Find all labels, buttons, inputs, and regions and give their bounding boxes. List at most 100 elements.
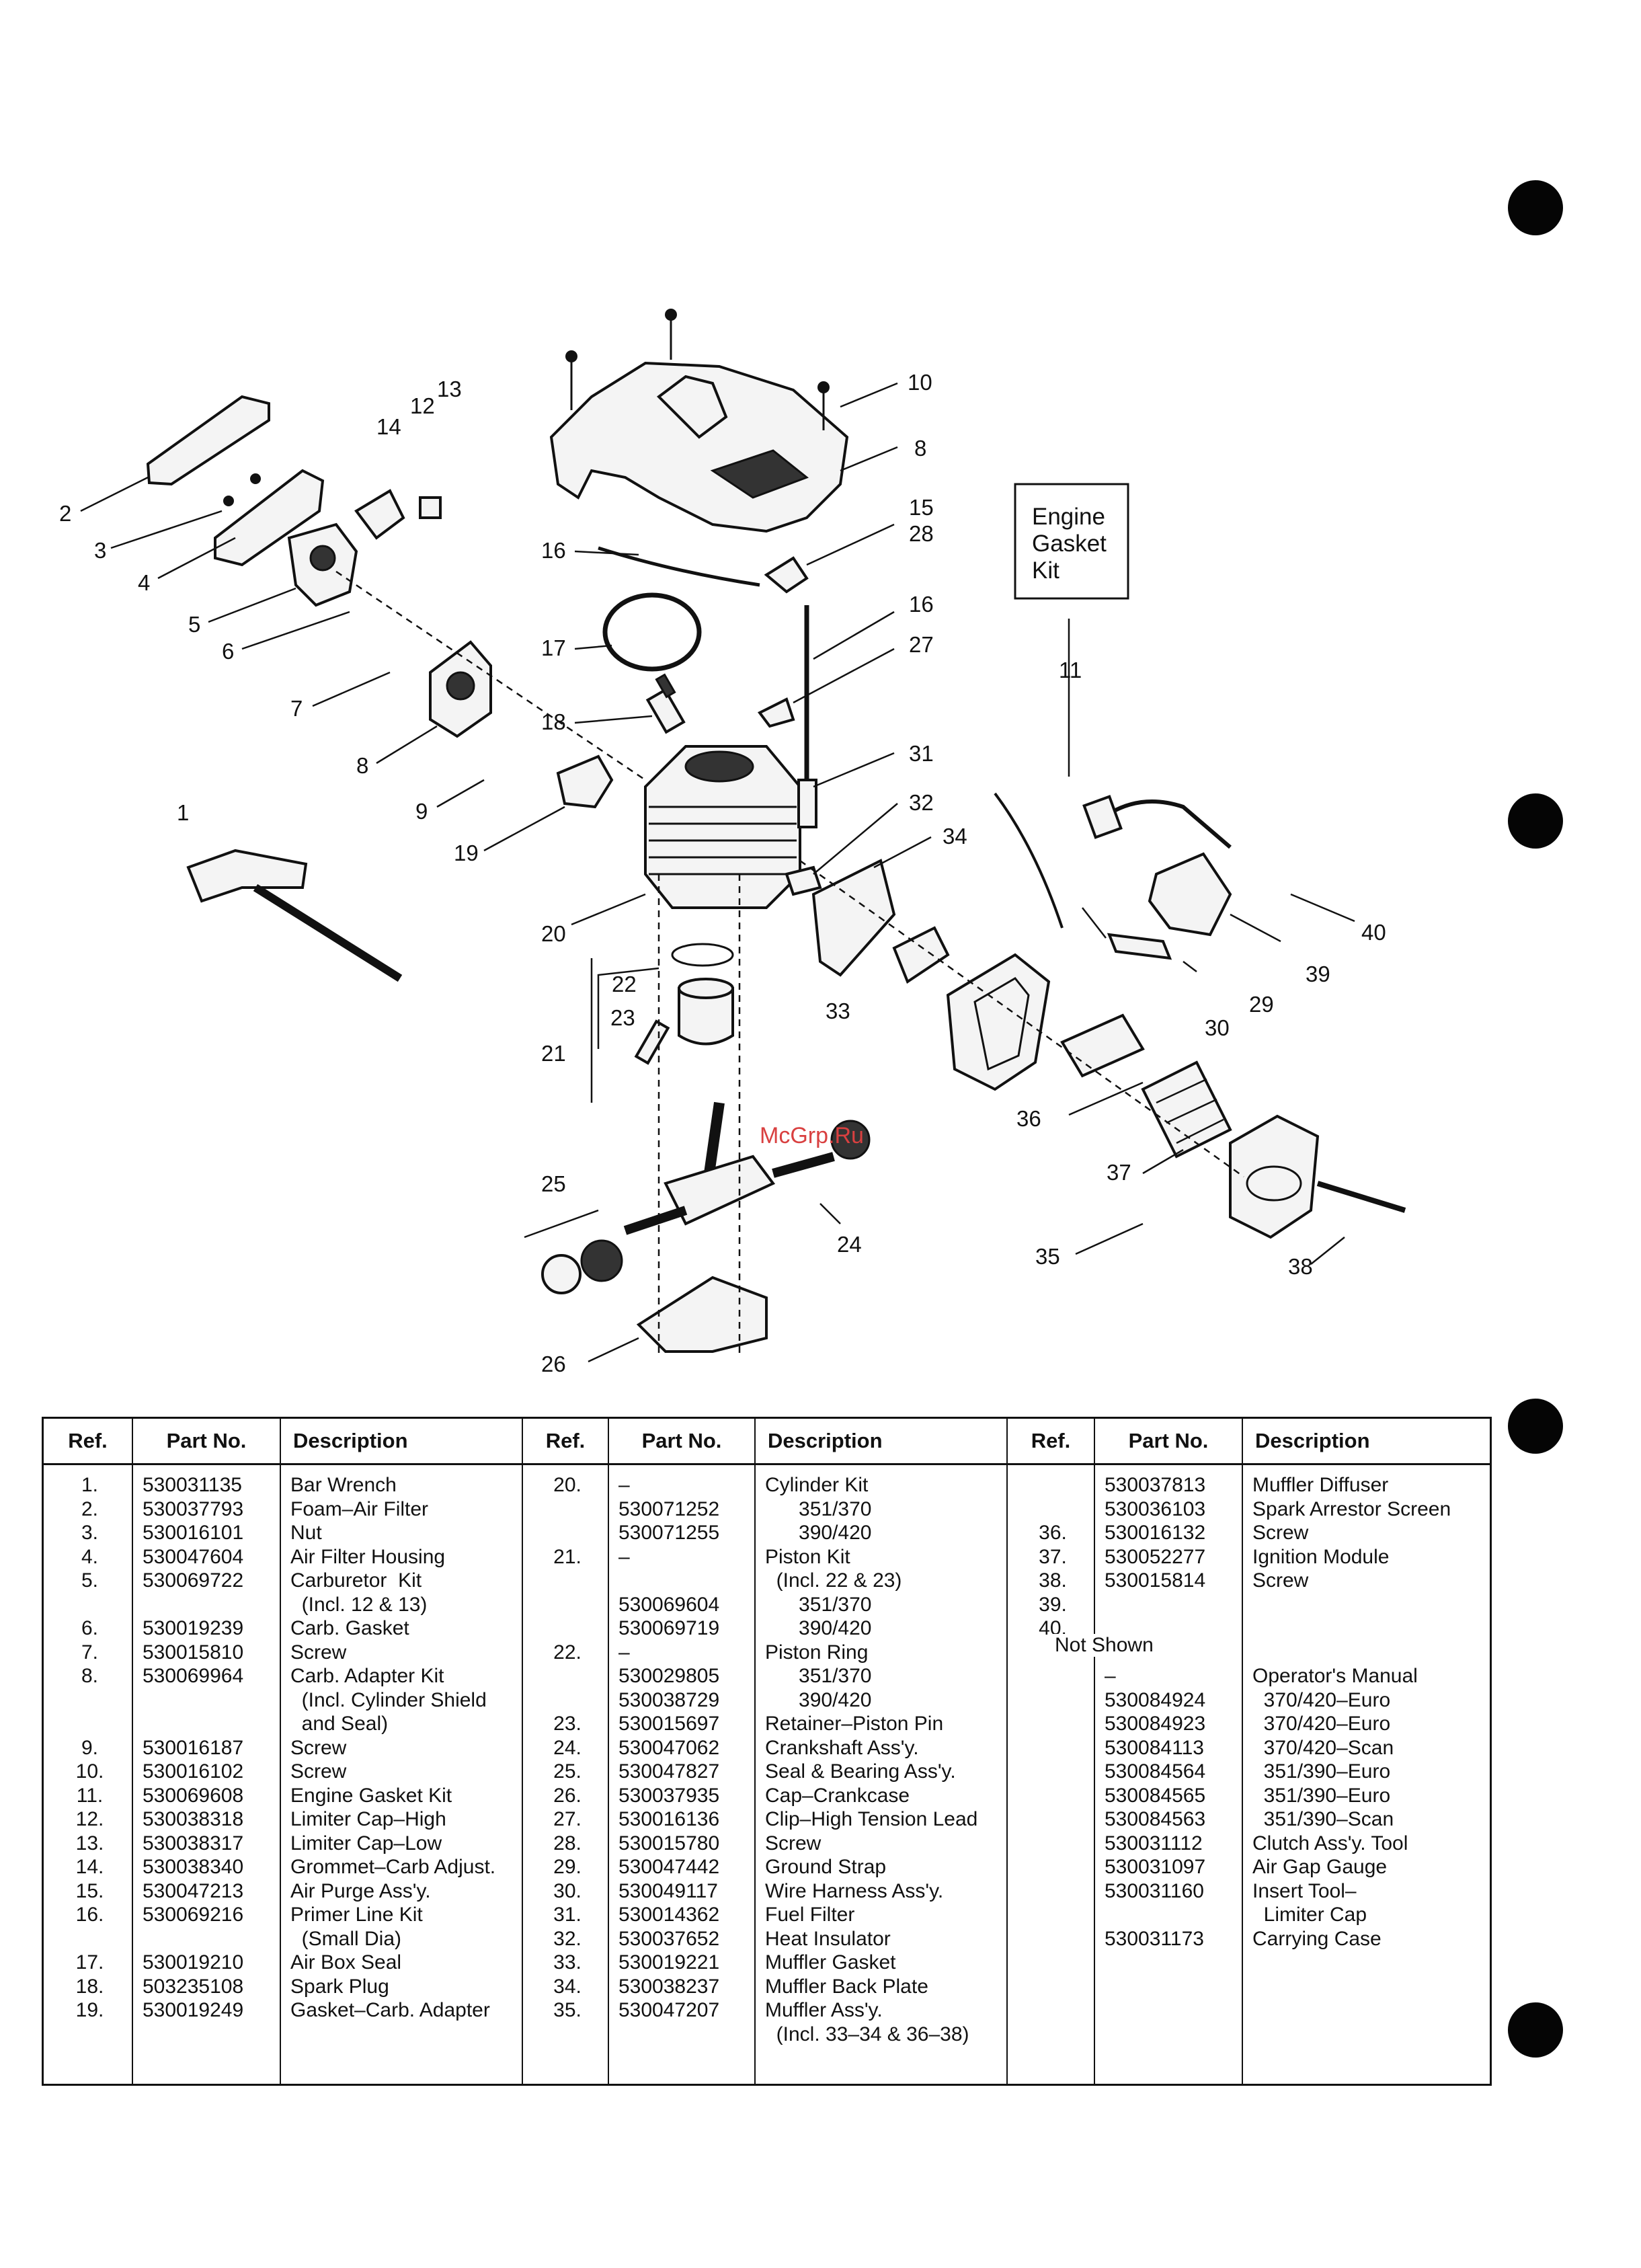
- callout-34: 34: [943, 824, 967, 849]
- callout-20: 20: [541, 921, 566, 946]
- wire-harness: [994, 792, 1064, 929]
- table-cell: 21.: [553, 1545, 582, 1568]
- header-ref-1: Ref.: [44, 1419, 133, 1465]
- table-cell: [1105, 1593, 1236, 1617]
- callout-4: 4: [138, 570, 150, 595]
- callout-13: 13: [437, 377, 462, 401]
- table-cell: [53, 1593, 126, 1617]
- table-cell: Limiter Cap: [1252, 1904, 1367, 1926]
- table-cell: Primer Line Kit: [290, 1904, 423, 1926]
- header-part-1: Part No.: [132, 1419, 281, 1465]
- table-cell: [532, 1688, 602, 1713]
- table-cell: 5.: [81, 1569, 99, 1592]
- header-part-3: Part No.: [1094, 1419, 1243, 1465]
- table-cell: 530069604: [618, 1593, 720, 1616]
- table-cell: Bar Wrench: [290, 1474, 397, 1496]
- table-cell: 16.: [75, 1904, 104, 1926]
- table-cell: 530031173: [1105, 1927, 1204, 1950]
- table-header-row: Ref. Part No. Description Ref. Part No. …: [44, 1419, 1490, 1465]
- table-cell: and Seal): [290, 1713, 389, 1735]
- parts-list-table: Ref. Part No. Description Ref. Part No. …: [42, 1417, 1492, 2086]
- table-cell: [532, 1616, 602, 1641]
- table-cell: [1017, 1688, 1088, 1713]
- table-cell: 530031160: [1105, 1879, 1204, 1902]
- table-cell: 530071255: [618, 1522, 720, 1544]
- table-cell: Spark Arrestor Screen: [1252, 1497, 1451, 1520]
- table-cell: 530031135: [143, 1474, 242, 1496]
- callout-19: 19: [454, 840, 479, 865]
- table-cell: [143, 1927, 274, 1951]
- table-cell: 7.: [81, 1641, 99, 1664]
- table-cell: 39.: [1039, 1593, 1067, 1616]
- table-cell: 6.: [81, 1617, 99, 1639]
- margin-dot-4: [1508, 2002, 1563, 2058]
- table-cell: 530016187: [143, 1736, 244, 1759]
- table-cell: [1017, 1879, 1088, 1904]
- table-cell: 32.: [553, 1927, 582, 1950]
- table-cell: 530037813: [1105, 1474, 1206, 1496]
- table-cell: (Incl. 22 & 23): [765, 1569, 902, 1592]
- table-cell: Carb. Gasket: [290, 1617, 409, 1639]
- table-cell: [143, 1688, 274, 1713]
- table-cell: Wire Harness Ass'y.: [765, 1879, 944, 1902]
- table-cell: 530049117: [618, 1879, 718, 1902]
- table-cell: 530038317: [143, 1832, 244, 1854]
- table-cell: [1017, 1903, 1088, 1927]
- table-cell: 530047604: [143, 1545, 244, 1568]
- table-cell: 530069719: [618, 1617, 720, 1639]
- callout-2: 2: [59, 501, 71, 526]
- callout-11: 11: [1059, 658, 1082, 682]
- table-cell: 530029805: [618, 1665, 720, 1687]
- table-cell: 390/420: [765, 1688, 872, 1711]
- table-cell: Carburetor Kit: [290, 1569, 422, 1592]
- table-cell: 2.: [81, 1497, 99, 1520]
- table-cell: 14.: [75, 1856, 104, 1878]
- table-cell: 530084113: [1105, 1736, 1204, 1759]
- table-cell: 530031112: [1105, 1832, 1203, 1854]
- air-filter-housing: [214, 469, 325, 567]
- callout-1: 1: [177, 800, 189, 825]
- table-cell: Air Gap Gauge: [1252, 1856, 1388, 1878]
- table-cell: 530031097: [1105, 1856, 1206, 1878]
- table-cell: Nut: [290, 1522, 322, 1544]
- table-cell: 530037793: [143, 1497, 244, 1520]
- air-box-seal: [602, 592, 702, 672]
- callout-37: 37: [1107, 1160, 1131, 1185]
- callout-16a: 16: [541, 538, 566, 563]
- table-cell: [1017, 1760, 1088, 1784]
- table-cell: [1017, 1951, 1088, 1975]
- table-cell: 17.: [75, 1951, 104, 1973]
- table-cell: 34.: [553, 1975, 582, 1998]
- header-desc-1: Description: [280, 1419, 523, 1465]
- table-cell: Heat Insulator: [765, 1927, 891, 1950]
- table-cell: 530037935: [618, 1784, 720, 1807]
- air-filter: [146, 395, 270, 486]
- limiter-caps: [354, 489, 442, 540]
- table-cell: Limiter Cap–High: [290, 1808, 446, 1830]
- table-cell: [532, 1664, 602, 1688]
- table-cell: Engine Gasket Kit: [290, 1784, 452, 1807]
- callout-14: 14: [376, 414, 401, 439]
- table-cell: 27.: [553, 1808, 582, 1830]
- table-cell: 35.: [553, 1999, 582, 2021]
- table-cell: 351/390–Euro: [1252, 1760, 1391, 1783]
- table-cell: 530047442: [618, 1856, 720, 1878]
- carburetor: [287, 522, 358, 607]
- table-cell: Crankshaft Ass'y.: [765, 1736, 919, 1759]
- table-cell: Clip–High Tension Lead: [765, 1808, 978, 1830]
- cylinder: [644, 745, 801, 909]
- muffler-back-plate: [811, 859, 896, 977]
- callout-24: 24: [837, 1232, 862, 1257]
- callout-29: 29: [1249, 992, 1274, 1017]
- callout-8a: 8: [356, 753, 368, 778]
- table-cell: 15.: [75, 1879, 104, 1902]
- table-cell: Muffler Back Plate: [765, 1975, 928, 1998]
- table-cell: [53, 1712, 126, 1736]
- callout-15: 15: [909, 495, 934, 520]
- table-cell: 29.: [553, 1856, 582, 1878]
- table-cell: 530084563: [1105, 1808, 1206, 1830]
- callout-7: 7: [290, 696, 303, 721]
